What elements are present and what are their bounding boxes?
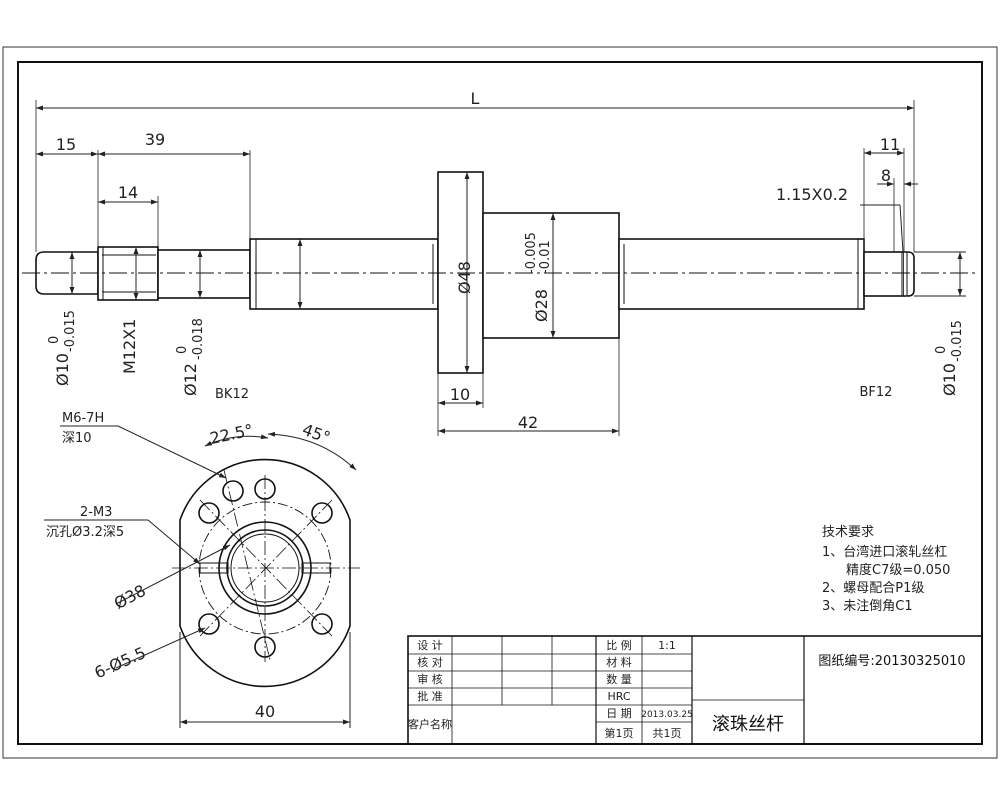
note-pcd: Ø38 bbox=[111, 581, 149, 613]
angle-45: 45° bbox=[300, 420, 333, 448]
dia-flange: Ø48 bbox=[455, 261, 474, 294]
svg-text:核 对: 核 对 bbox=[417, 655, 443, 669]
shaft-detail-lines bbox=[102, 239, 908, 309]
svg-text:客户名称: 客户名称 bbox=[408, 717, 452, 731]
label-bf12: BF12 bbox=[860, 385, 893, 400]
svg-text:第1页: 第1页 bbox=[605, 726, 634, 740]
dia-nut: Ø28 -0.005 -0.01 bbox=[524, 232, 553, 322]
dim-8: 8 bbox=[881, 166, 891, 185]
svg-text:0: 0 bbox=[934, 346, 949, 354]
svg-text:共1页: 共1页 bbox=[653, 727, 682, 740]
svg-text:0: 0 bbox=[47, 336, 62, 344]
extension-lines bbox=[35, 100, 915, 436]
note-bolt-holes: 6-Ø5.5 bbox=[92, 643, 149, 682]
svg-text:比 例: 比 例 bbox=[606, 638, 632, 652]
svg-text:2、螺母配合P1级: 2、螺母配合P1级 bbox=[822, 581, 924, 596]
title-block-texts: 设 计 核 对 审 核 批 准 客户名称 比 例 1:1 材 料 数 量 HRC… bbox=[408, 638, 966, 740]
outer-border bbox=[2, 46, 998, 759]
dim-14: 14 bbox=[118, 183, 138, 202]
svg-text:-0.005: -0.005 bbox=[524, 232, 539, 274]
svg-text:Ø48: Ø48 bbox=[455, 261, 474, 294]
dia-thread: M12X1 bbox=[120, 319, 139, 374]
svg-text:1:1: 1:1 bbox=[658, 639, 676, 652]
dia-left-end: Ø10 0 -0.015 bbox=[47, 310, 78, 386]
note-counterbore: 沉孔Ø3.2深5 bbox=[46, 525, 124, 540]
svg-text:HRC: HRC bbox=[607, 690, 630, 703]
svg-text:Ø12: Ø12 bbox=[181, 363, 200, 396]
svg-text:3、未注倒角C1: 3、未注倒角C1 bbox=[822, 599, 913, 614]
svg-text:设 计: 设 计 bbox=[417, 639, 443, 652]
svg-text:-0.015: -0.015 bbox=[63, 310, 78, 352]
leader-lines bbox=[44, 425, 351, 728]
dim-nut-length: 42 bbox=[518, 413, 538, 432]
dia-bearing: Ø12 0 -0.018 bbox=[175, 318, 206, 396]
svg-text:1、台湾进口滚轧丝杠: 1、台湾进口滚轧丝杠 bbox=[822, 544, 947, 560]
svg-text:图纸编号:20130325010: 图纸编号:20130325010 bbox=[818, 654, 965, 669]
dim-total-length: L bbox=[471, 89, 480, 108]
dim-15: 15 bbox=[56, 135, 76, 154]
note-thread-hole: M6-7H bbox=[62, 411, 104, 426]
svg-text:Ø10: Ø10 bbox=[53, 353, 72, 386]
dia-right-end: Ø10 0 -0.015 bbox=[934, 320, 965, 396]
dimension-lines bbox=[36, 105, 966, 434]
label-bk12: BK12 bbox=[215, 387, 249, 402]
tech-requirements: 技术要求 1、台湾进口滚轧丝杠 精度C7级=0.050 2、螺母配合P1级 3、… bbox=[822, 525, 950, 614]
svg-text:材 料: 材 料 bbox=[606, 655, 632, 669]
svg-text:技术要求: 技术要求 bbox=[822, 525, 874, 540]
svg-text:-0.01: -0.01 bbox=[538, 240, 553, 274]
svg-text:滚珠丝杆: 滚珠丝杆 bbox=[712, 714, 784, 735]
svg-text:日 期: 日 期 bbox=[606, 707, 632, 720]
dim-39: 39 bbox=[145, 130, 165, 149]
note-thread-depth: 深10 bbox=[62, 431, 92, 446]
dim-flange-cut: 40 bbox=[255, 702, 275, 721]
svg-text:-0.018: -0.018 bbox=[191, 318, 206, 360]
angle-dimensions bbox=[204, 431, 357, 471]
flange-centerlines bbox=[172, 469, 360, 662]
dim-11: 11 bbox=[880, 135, 900, 154]
svg-text:批 准: 批 准 bbox=[417, 689, 443, 703]
dim-flange-width: 10 bbox=[450, 385, 470, 404]
dim-groove: 1.15X0.2 bbox=[776, 185, 848, 204]
svg-text:数 量: 数 量 bbox=[606, 673, 632, 686]
svg-text:Ø28: Ø28 bbox=[532, 289, 551, 322]
title-block bbox=[407, 635, 983, 745]
svg-text:M12X1: M12X1 bbox=[120, 319, 139, 374]
note-pin-holes: 2-M3 bbox=[80, 505, 112, 520]
svg-text:精度C7级=0.050: 精度C7级=0.050 bbox=[846, 562, 950, 578]
inner-border bbox=[17, 61, 983, 745]
angle-22-5: 22.5° bbox=[208, 420, 255, 448]
svg-text:-0.015: -0.015 bbox=[950, 320, 965, 362]
svg-text:2013.03.25: 2013.03.25 bbox=[641, 710, 693, 720]
svg-text:审 核: 审 核 bbox=[417, 672, 443, 686]
svg-text:0: 0 bbox=[175, 346, 190, 354]
svg-text:Ø10: Ø10 bbox=[940, 363, 959, 396]
